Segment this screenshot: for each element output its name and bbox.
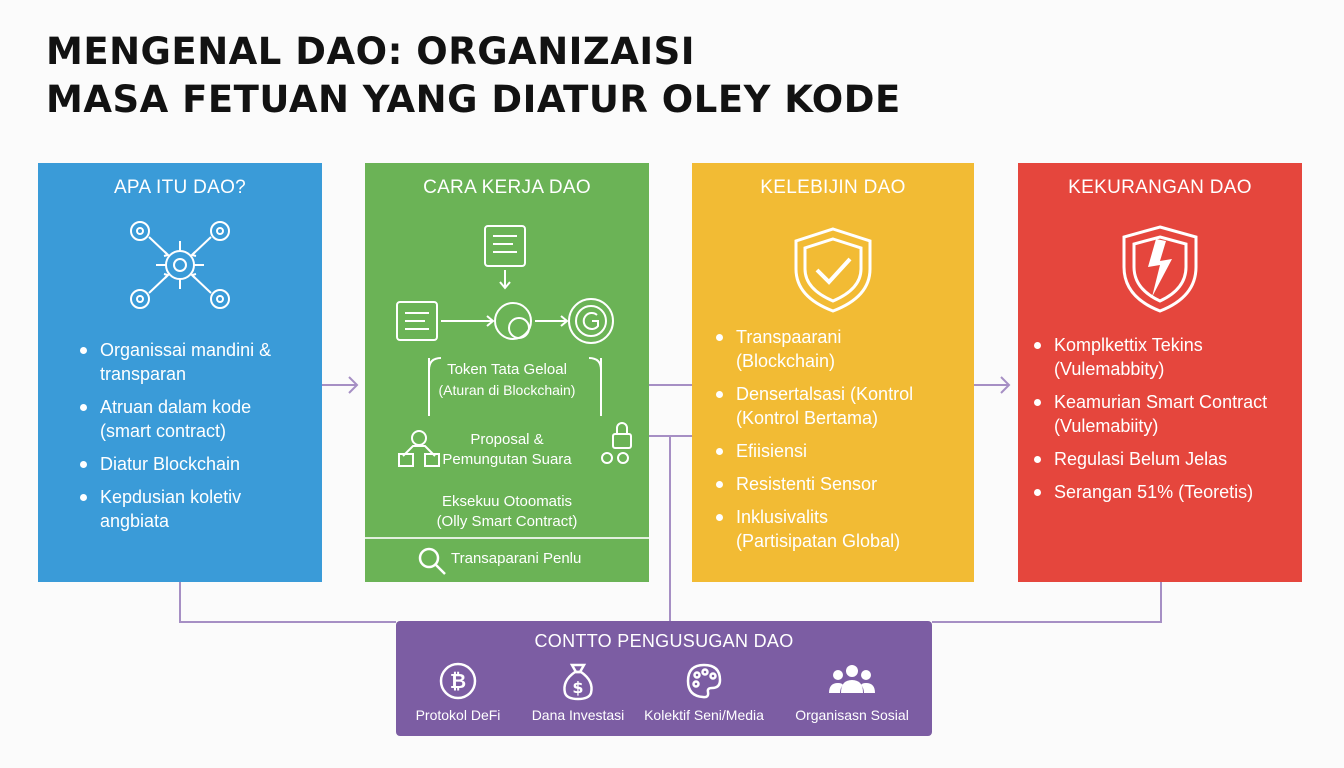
money-bag-icon: $ bbox=[563, 663, 593, 701]
svg-text:₿: ₿ bbox=[450, 669, 466, 693]
execution-label: Eksekuu Otoomatis (Olly Smart Contract) bbox=[436, 493, 578, 530]
examples-title: CONTTO PENGUSUGAN DAO bbox=[534, 631, 794, 651]
coin-g-icon bbox=[568, 298, 614, 344]
pros-bullet-5: Inklusivalits(Partisipatan Global) bbox=[714, 505, 969, 553]
shield-check-icon bbox=[794, 227, 872, 313]
transparency-footer: Transaparani Penlu bbox=[451, 550, 582, 567]
lock-people-icon bbox=[612, 433, 632, 449]
pros-bullet-3: Efiisiensi bbox=[714, 439, 969, 463]
example-investment: $ Dana Investasi bbox=[508, 661, 648, 723]
example-social: Organisasn Sosial bbox=[782, 661, 922, 723]
svg-text:$: $ bbox=[572, 678, 583, 697]
connected-gears-icon bbox=[130, 221, 230, 309]
card-title-how: CARA KERJA DAO bbox=[423, 177, 591, 198]
cons-bullet-4: Serangan 51% (Teoretis) bbox=[1032, 480, 1300, 504]
scroll-icon bbox=[396, 301, 438, 341]
card-title-pros: KELEBIJIN DAO bbox=[760, 177, 906, 198]
card-title-what: APA ITU DAO? bbox=[113, 177, 247, 198]
token-label: Token Tata Geloal (Aturan di Blockchain) bbox=[438, 361, 576, 398]
right-bracket bbox=[588, 357, 602, 371]
example-art-media: Kolektif Seni/Media bbox=[634, 661, 774, 723]
what-bullet-2: Atruan dalam kode(smart contract) bbox=[78, 395, 318, 443]
token-icon bbox=[494, 302, 532, 340]
palette-icon bbox=[686, 663, 722, 699]
cons-bullet-2: Keamurian Smart Contract(Vulemabiity) bbox=[1032, 390, 1300, 438]
what-bullets: Organissai mandini &transparan Atruan da… bbox=[78, 338, 318, 542]
bitcoin-icon: ₿ bbox=[439, 662, 477, 700]
cons-bullet-1: Komplkettix Tekins(Vulemabbity) bbox=[1032, 333, 1300, 381]
workflow-diagram-icon bbox=[396, 225, 632, 467]
example-defi-label: Protokol DeFi bbox=[415, 707, 501, 723]
pros-bullets: Transpaarani(Blockchain) Densertalsasi (… bbox=[714, 325, 969, 562]
examples-box: CONTTO PENGUSUGAN DAO ₿ Protokol DeFi $ … bbox=[396, 621, 932, 736]
example-investment-label: Dana Investasi bbox=[531, 707, 625, 723]
title-line-1: MENGENAL DAO: ORGANIZAISI bbox=[46, 30, 696, 73]
what-bullet-1: Organissai mandini &transparan bbox=[78, 338, 318, 386]
page-title: MENGENAL DAO: ORGANIZAISI MASA FETUAN YA… bbox=[46, 28, 901, 124]
card-how-dao-works: CARA KERJA DAO Token Ta bbox=[365, 163, 649, 582]
card-cons: KEKURANGAN DAO Komplkettix Tekins(Vulema… bbox=[1018, 163, 1302, 582]
card-title-cons: KEKURANGAN DAO bbox=[1068, 177, 1252, 198]
magnifier-icon bbox=[418, 547, 446, 575]
card-divider bbox=[365, 537, 649, 539]
pros-bullet-2: Densertalsasi (Kontrol(Kontrol Bertama) bbox=[714, 382, 969, 430]
example-social-label: Organisasn Sosial bbox=[795, 707, 909, 723]
bracket-right bbox=[932, 582, 1162, 623]
cons-bullets: Komplkettix Tekins(Vulemabbity) Keamuria… bbox=[1032, 333, 1300, 513]
broken-shield-icon bbox=[1122, 225, 1198, 313]
document-icon bbox=[484, 225, 526, 267]
pros-bullet-4: Resistenti Sensor bbox=[714, 472, 969, 496]
card-what-is-dao: APA ITU DAO? Organissai mandini &transpa… bbox=[38, 163, 322, 582]
card-pros: KELEBIJIN DAO Transpaarani(Blockchain) D… bbox=[692, 163, 974, 582]
bracket-left bbox=[179, 582, 396, 623]
cons-bullet-3: Regulasi Belum Jelas bbox=[1032, 447, 1300, 471]
left-bracket bbox=[428, 357, 442, 371]
what-bullet-3: Diatur Blockchain bbox=[78, 452, 318, 476]
proposal-label: Proposal & Pemungutan Suara bbox=[442, 431, 572, 468]
people-group-icon bbox=[829, 665, 875, 693]
title-line-2: MASA FETUAN YANG DIATUR OLEY KODE bbox=[46, 78, 901, 121]
example-art-media-label: Kolektif Seni/Media bbox=[644, 707, 764, 723]
pros-bullet-1: Transpaarani(Blockchain) bbox=[714, 325, 969, 373]
example-defi: ₿ Protokol DeFi bbox=[388, 661, 528, 723]
